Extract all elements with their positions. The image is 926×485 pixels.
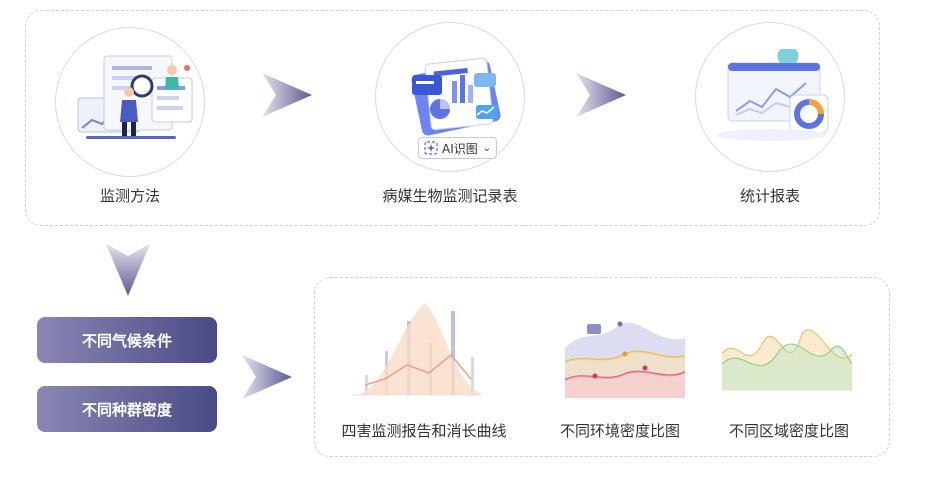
ai-recognition-badge[interactable]: AI识图 ⌄ [418,137,498,159]
arrow-right-icon [576,73,626,117]
arrow-down-icon [106,244,150,296]
area-wave-chart-icon [722,329,852,391]
output-label: 不同区域密度比图 [728,422,849,440]
condition-climate: 不同气候条件 [37,317,217,363]
ai-badge-label: AI识图 [442,141,478,156]
top-flow-container [25,10,880,226]
step-label: 监测方法 [99,187,160,205]
output-label: 四害监测报告和消长曲线 [341,422,507,440]
condition-density: 不同种群密度 [37,386,217,432]
arrow-right-icon [262,73,312,117]
multi-wave-chart-icon [565,321,685,398]
dashboard-chart-icon [695,22,845,172]
ai-recognition-icon [424,141,438,155]
step-label: 统计报表 [739,187,800,205]
person-magnifier-analysis-icon [55,27,205,177]
output-label: 不同环境密度比图 [559,422,680,440]
chevron-down-icon: ⌄ [482,142,492,154]
arrow-right-icon [242,355,292,399]
bar-line-chart-icon [353,303,481,396]
step-label: 病媒生物监测记录表 [382,187,518,205]
outputs-container [314,277,890,457]
